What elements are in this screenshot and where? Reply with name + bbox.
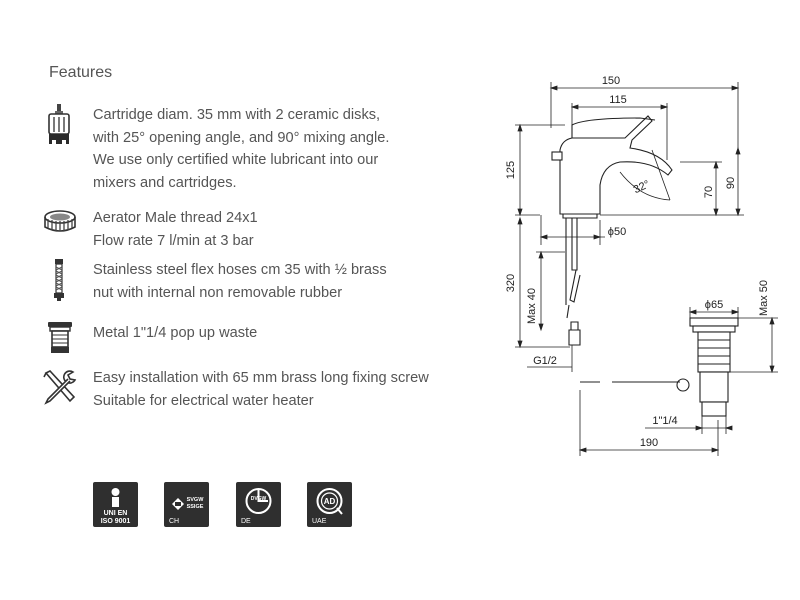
svg-text:SVGW: SVGW <box>187 497 205 503</box>
dim-1-1-4: 1"1/4 <box>652 415 677 427</box>
feature-cartridge: Cartridge diam. 35 mm with 2 ceramic dis… <box>40 104 480 194</box>
feature-text: Metal 1"1/4 pop up waste <box>93 325 258 341</box>
cert-ad: AD UAE <box>307 482 352 527</box>
dvgw-icon: DVGW <box>245 488 272 514</box>
feature-aerator: Aerator Male thread 24x1 Flow rate 7 l/m… <box>40 207 480 252</box>
dim-max50: Max 50 <box>758 280 770 316</box>
dim-max40: Max 40 <box>526 288 538 324</box>
cartridge-icon <box>40 104 80 144</box>
cert-country-label: CH <box>169 518 180 525</box>
tools-icon <box>40 367 80 407</box>
feature-text: Stainless steel flex hoses cm 35 with ½ … <box>93 262 387 301</box>
aerator-icon <box>40 207 80 247</box>
cert-country-label: UAE <box>312 518 327 525</box>
dim-150: 150 <box>602 75 620 87</box>
dim-115: 115 <box>609 94 627 106</box>
dim-70: 70 <box>703 186 715 198</box>
flex-hose-icon <box>40 259 80 301</box>
cert-svgw: SVGW SSIGE CH <box>164 482 209 527</box>
dim-320: 320 <box>505 274 517 292</box>
dim-190: 190 <box>640 437 658 449</box>
svg-text:AD: AD <box>324 497 336 506</box>
feature-text: Cartridge diam. 35 mm with 2 ceramic dis… <box>93 107 390 191</box>
svg-text:UNI EN: UNI EN <box>104 510 128 517</box>
dim-125: 125 <box>505 161 517 179</box>
feature-text: Easy installation with 65 mm brass long … <box>93 370 429 409</box>
uni-en-iso-icon: UNI EN ISO 9001 <box>101 488 131 525</box>
svg-text:DVGW: DVGW <box>251 496 267 502</box>
dim-phi50: ϕ50 <box>608 226 626 238</box>
ad-icon: AD <box>316 488 343 515</box>
feature-text: Aerator Male thread 24x1 Flow rate 7 l/m… <box>93 210 258 249</box>
dim-90: 90 <box>725 177 737 189</box>
angle-label: 32° <box>632 178 652 196</box>
dim-g12: G1/2 <box>533 355 557 367</box>
cert-uni-en-iso: UNI EN ISO 9001 <box>93 482 138 527</box>
features-heading: Features <box>49 64 113 81</box>
feature-flex-hose: Stainless steel flex hoses cm 35 with ½ … <box>40 259 480 304</box>
feature-pop-up-waste: Metal 1"1/4 pop up waste <box>40 322 480 353</box>
technical-drawing: 150 115 125 70 90 32° ϕ50 320 Max 40 G1/… <box>505 75 778 456</box>
cert-dvgw: DVGW DE <box>236 482 281 527</box>
feature-installation: Easy installation with 65 mm brass long … <box>40 367 480 412</box>
svg-text:SSIGE: SSIGE <box>187 504 204 510</box>
cert-country-label: DE <box>241 518 251 525</box>
svg-text:ISO 9001: ISO 9001 <box>101 518 131 525</box>
svgw-ssige-icon: SVGW SSIGE <box>172 497 205 510</box>
pop-up-waste-icon <box>40 322 80 362</box>
dim-phi65: ϕ65 <box>705 299 723 311</box>
